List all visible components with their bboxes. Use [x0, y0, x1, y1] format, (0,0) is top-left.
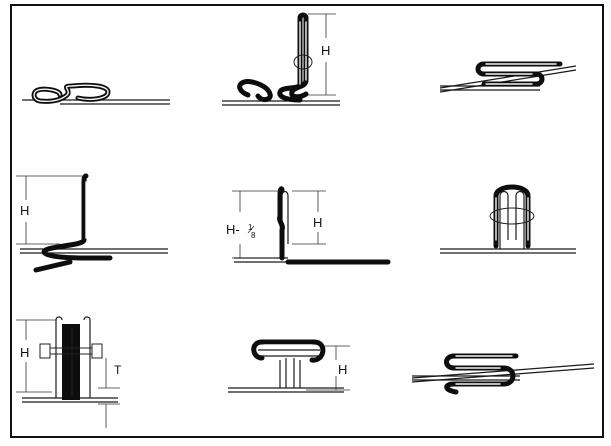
profile-t-cap-seam: H — [228, 339, 350, 393]
profile-bolted-batten: H T — [16, 316, 122, 428]
profile-standing-seam-bent-foot: H — [16, 173, 168, 273]
bolt-head-left — [39, 343, 51, 359]
profile-wide-flat-lock-seam — [411, 353, 595, 395]
profile-capped-standing-seam — [440, 184, 576, 254]
profile-standing-seam-step: H- 1 8 H — [226, 186, 391, 265]
batten-core — [62, 324, 80, 400]
profile-s-lock-seam — [439, 61, 577, 93]
dimension-h-label: H — [20, 345, 29, 360]
bolt-head-right — [91, 343, 103, 359]
dimension-t-label: T — [114, 363, 122, 377]
diagram-frame — [10, 4, 604, 438]
profile-standing-seam-cleat: H — [222, 12, 340, 106]
fraction-numerator: 1 — [248, 223, 253, 232]
dimension-h-minus-eighth-label: H- — [226, 222, 240, 237]
fraction-denominator: 8 — [251, 231, 256, 240]
profile-double-flat-lock — [22, 82, 170, 105]
dimension-h-label: H — [321, 43, 330, 58]
dimension-h-label: H — [313, 215, 322, 230]
dimension-h-label: H — [20, 203, 29, 218]
dimension-h-label: H — [338, 362, 347, 377]
